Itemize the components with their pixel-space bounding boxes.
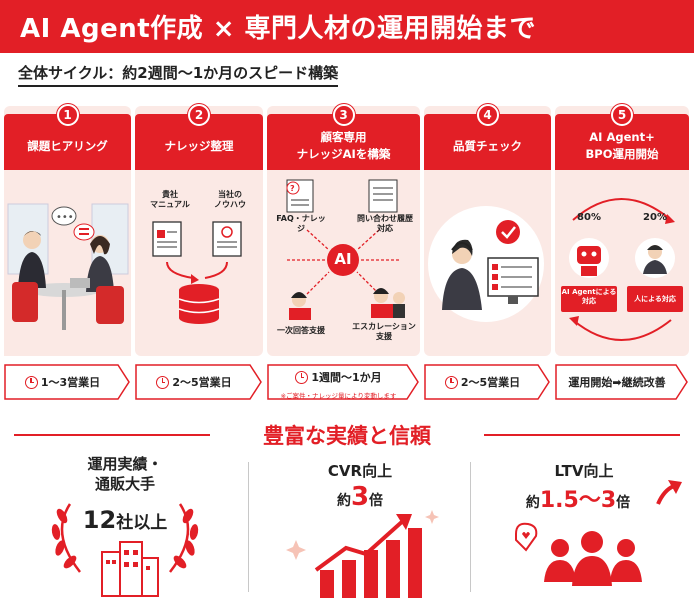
- result-ltv: LTV向上 約1.5〜3倍: [478, 454, 690, 599]
- duration-text: 2〜5営業日: [460, 376, 521, 389]
- step-number-badge: 5: [611, 104, 633, 126]
- duration-text: 2〜5営業日: [172, 376, 232, 389]
- svg-text:?: ?: [290, 184, 295, 193]
- step-card-2: 2 ナレッジ整理 貴社 マニュアル 当社の ノウハウ: [135, 104, 263, 356]
- result-unit: 倍: [369, 493, 384, 509]
- divider: [14, 434, 210, 436]
- column-divider: [470, 462, 471, 592]
- duration-text: 1週間〜1か月: [311, 371, 382, 384]
- duration-text: 1〜3営業日: [40, 376, 101, 389]
- result-label: LTV向上: [554, 462, 614, 480]
- step-card-4: 4 品質チェック: [424, 104, 551, 356]
- clock-icon: [24, 375, 38, 389]
- clock-icon: [444, 375, 458, 389]
- result-prefix: 約: [525, 495, 540, 511]
- result-label: 運用実績・ 通販大手: [87, 455, 163, 494]
- operation-illustration: 80% 20% AI Agentによる 対応 人による対応: [555, 170, 689, 356]
- quality-check-illustration: [424, 170, 551, 356]
- step-number-badge: 1: [56, 104, 79, 126]
- history-label: 問い合わせ履歴 対応: [357, 214, 413, 234]
- clock-icon: [156, 375, 170, 389]
- svg-text:•••: •••: [56, 212, 74, 223]
- result-prefix: 約: [336, 493, 351, 509]
- customers-icon: [515, 522, 642, 586]
- manual-label: 貴社 マニュアル: [150, 190, 190, 210]
- duration-note: ※ご案件・ナレッジ量により変動します: [280, 392, 397, 400]
- up-arrow-icon: [656, 480, 682, 505]
- step-title: ナレッジ整理: [135, 114, 263, 170]
- result-value: 3: [350, 482, 370, 512]
- divider: [484, 434, 680, 436]
- results-header: 豊富な実績と信頼: [0, 420, 694, 450]
- step-number-badge: 2: [188, 104, 210, 126]
- ai-share-label: 80%: [577, 212, 601, 223]
- step-card-3: 3 顧客専用 ナレッジAIを構築 ?: [267, 104, 420, 356]
- step-number-badge: 4: [476, 104, 499, 126]
- result-clients: 運用実績・ 通販大手 12社以上: [20, 454, 230, 599]
- results-title: 豊富な実績と信頼: [263, 424, 431, 448]
- escalation-label: エスカレーション 支援: [352, 322, 416, 342]
- knowhow-label: 当社の ノウハウ: [214, 190, 246, 210]
- first-response-label: 一次回答支援: [277, 326, 325, 335]
- duration-arrow-2: 2〜5営業日: [135, 364, 263, 400]
- duration-arrow-3: 1週間〜1か月 ※ご案件・ナレッジ量により変動します: [267, 364, 420, 400]
- column-divider: [248, 462, 249, 592]
- page-title: AI Agent作成 × 専門人材の運用開始まで: [0, 0, 694, 53]
- duration-arrow-1: 1〜3営業日: [4, 364, 131, 400]
- ai-core-label: AI: [334, 250, 352, 268]
- meeting-illustration: •••: [4, 170, 131, 356]
- human-share-label: 20%: [643, 212, 667, 223]
- faq-label: FAQ・ナレッジ: [276, 214, 326, 234]
- cycle-subtitle: 全体サイクル：約2週間〜1か月のスピード構築: [18, 62, 339, 87]
- duration-arrow-4: 2〜5営業日: [424, 364, 551, 400]
- duration-text: 運用開始➡継続改善: [568, 376, 666, 389]
- duration-arrow-5: 運用開始➡継続改善: [555, 364, 689, 400]
- human-handling-label: 人による対応: [634, 295, 676, 303]
- result-value: 12: [82, 506, 117, 534]
- step-title: AI Agent+ BPO運用開始: [555, 114, 689, 170]
- step-card-1: 1 課題ヒアリング •••: [4, 104, 131, 356]
- ai-handling-label: AI Agentによる 対応: [561, 288, 617, 306]
- ai-build-illustration: ? FAQ・ナレッジ 問: [267, 170, 420, 356]
- result-value: 1.5〜3: [539, 488, 617, 513]
- result-cvr: CVR向上 約3倍: [256, 454, 464, 599]
- result-label: CVR向上: [327, 462, 393, 480]
- result-unit: 社以上: [116, 513, 168, 533]
- result-unit: 倍: [616, 495, 631, 511]
- step-number-badge: 3: [332, 104, 355, 126]
- step-card-5: 5 AI Agent+ BPO運用開始 80% 20% AI Agentによる …: [555, 104, 689, 356]
- clock-icon: [295, 370, 309, 384]
- laurel-wreath-icon: [51, 503, 199, 597]
- growth-chart-icon: [286, 510, 439, 598]
- knowledge-illustration: 貴社 マニュアル 当社の ノウハウ: [135, 170, 263, 356]
